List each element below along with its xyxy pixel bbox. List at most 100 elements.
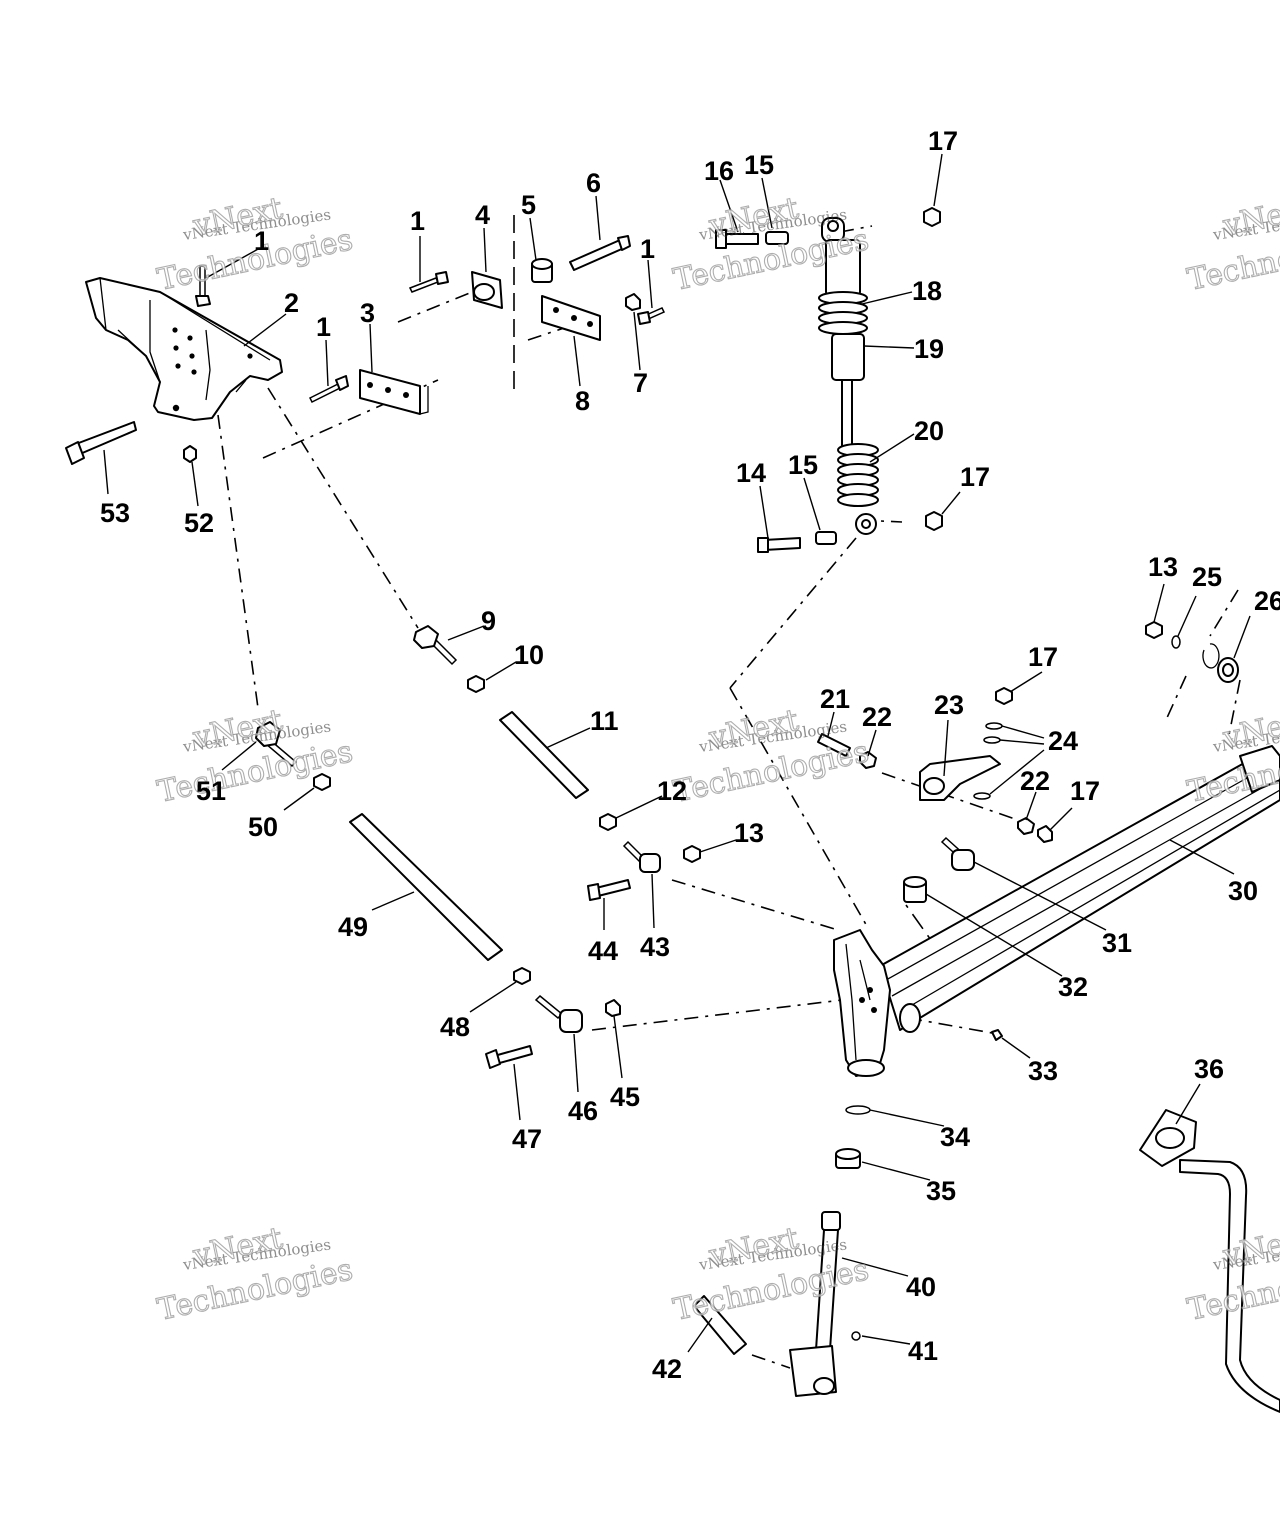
- watermark: vNext Technologies vNext Technologies: [670, 1220, 873, 1328]
- nut-part: [1017, 817, 1035, 835]
- ball-joint-part: [413, 625, 458, 666]
- callout-number: 50: [248, 812, 278, 842]
- nut-part: [683, 845, 701, 863]
- callout-number: 22: [1020, 766, 1050, 796]
- callout-number: 20: [914, 416, 944, 446]
- nut-part: [183, 445, 197, 463]
- callout-number: 33: [1028, 1056, 1058, 1086]
- sleeve-part: [815, 531, 837, 545]
- callout-number: 1: [410, 206, 425, 236]
- callout-number: 51: [196, 776, 226, 806]
- bolt-part: [485, 1045, 533, 1069]
- watermark: vNext Technologies vNext Technologies: [154, 1220, 357, 1328]
- plate-part: [541, 295, 601, 341]
- callout-number: 8: [575, 386, 590, 416]
- callout-number: 36: [1194, 1054, 1224, 1084]
- pin-part: [569, 235, 631, 271]
- shaft-part: [499, 711, 589, 799]
- callout-number: 10: [514, 640, 544, 670]
- callout-number: 7: [633, 368, 648, 398]
- nut-part: [1037, 825, 1053, 843]
- ball-stud-part: [940, 836, 975, 871]
- clip-part: [1171, 635, 1181, 649]
- bolt-part: [308, 375, 349, 404]
- callout-number: 47: [512, 1124, 542, 1154]
- a-arm-part: [879, 745, 1280, 1033]
- fitting-part: [851, 1331, 861, 1341]
- callout-number: 3: [360, 298, 375, 328]
- callout-number: 40: [906, 1272, 936, 1302]
- callout-number: 21: [820, 684, 850, 714]
- callout-number: 23: [934, 690, 964, 720]
- callout-number: 35: [926, 1176, 956, 1206]
- nut-part: [467, 675, 485, 693]
- callout-number: 44: [588, 936, 618, 966]
- bolt-part: [817, 733, 851, 757]
- callout-number: 14: [736, 458, 766, 488]
- callout-number: 16: [704, 156, 734, 186]
- seal-part: [845, 1105, 871, 1115]
- callout-number: 45: [610, 1082, 640, 1112]
- callout-number: 13: [734, 818, 764, 848]
- callout-number: 6: [586, 168, 601, 198]
- nut-part: [625, 293, 641, 311]
- nut-part: [605, 999, 621, 1017]
- bushing-part: [531, 258, 553, 283]
- callout-number: 46: [568, 1096, 598, 1126]
- callout-number: 5: [521, 190, 536, 220]
- callout-number: 9: [481, 606, 496, 636]
- callout-number: 18: [912, 276, 942, 306]
- callout-number: 17: [960, 462, 990, 492]
- callout-number: 32: [1058, 972, 1088, 1002]
- leader-lines: [103, 153, 1251, 1353]
- ball-joint-part: [622, 840, 661, 873]
- nut-part: [859, 751, 877, 769]
- callout-number: 1: [640, 234, 655, 264]
- shaft-part: [349, 813, 503, 961]
- callout-number: 43: [640, 932, 670, 962]
- watermark: vNext Technologies vNext Technologies: [1184, 190, 1280, 298]
- bolt-part: [195, 265, 211, 307]
- bolt-part: [715, 229, 759, 249]
- bolt-part: [587, 879, 631, 901]
- spindle-part: [833, 929, 891, 1077]
- sleeve-part: [765, 231, 789, 245]
- callout-number: 17: [1028, 642, 1058, 672]
- callout-number: 22: [862, 702, 892, 732]
- bolt-part: [408, 271, 449, 293]
- callout-number: 52: [184, 508, 214, 538]
- callout-number: 53: [100, 498, 130, 528]
- callout-number: 31: [1102, 928, 1132, 958]
- spring-pin-part: [983, 736, 1001, 744]
- nut-part: [513, 967, 531, 985]
- callout-number: 1: [254, 226, 269, 256]
- callout-number: 15: [744, 150, 774, 180]
- fitting-part: [991, 1029, 1003, 1041]
- callout-number: 12: [657, 776, 687, 806]
- callout-number: 15: [788, 450, 818, 480]
- callout-number: 1: [316, 312, 331, 342]
- svg-text:vNext: vNext: [1219, 191, 1280, 244]
- steering-post-part: [789, 1211, 841, 1397]
- callout-number: 49: [338, 912, 368, 942]
- shock-absorber-part: [818, 217, 879, 535]
- callout-number: 25: [1192, 562, 1222, 592]
- nut-part: [923, 207, 941, 227]
- bushing-part: [903, 876, 927, 903]
- nut-part: [599, 813, 617, 831]
- callout-number: 41: [908, 1336, 938, 1366]
- steering-arm-part: [919, 755, 1001, 801]
- callouts: 1 1 1 1 2 3 4 5 6 7 8 9 10 11 12 13 13 1…: [100, 126, 1280, 1384]
- watermark: vNext Technologies vNext Technologies: [670, 702, 873, 810]
- callout-number: 26: [1254, 586, 1280, 616]
- callout-number: 4: [475, 200, 490, 230]
- sleeve-part: [693, 1295, 747, 1355]
- watermark: vNext Technologies vNext Technologies: [154, 702, 357, 810]
- callout-number: 42: [652, 1354, 682, 1384]
- callout-number: 34: [940, 1122, 970, 1152]
- pivot-mount-part: [471, 271, 503, 309]
- nut-part: [925, 511, 943, 531]
- mounting-bracket-part: [85, 277, 283, 421]
- plate-part: [359, 369, 429, 415]
